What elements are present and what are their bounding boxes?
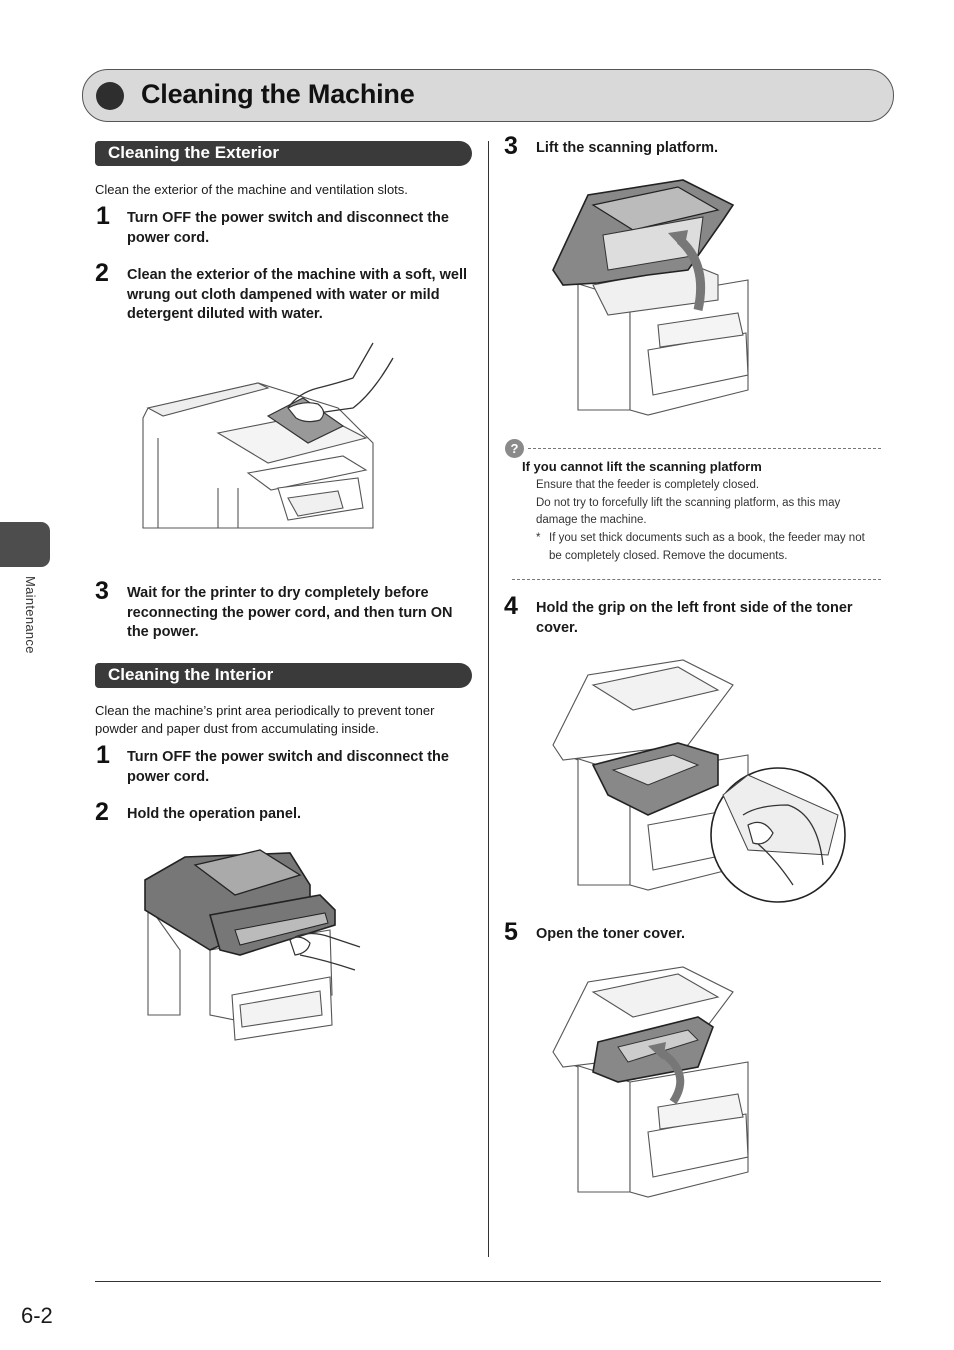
- help-icon: ?: [505, 439, 524, 458]
- interior-step-3-number: 3: [504, 132, 518, 160]
- exterior-step-1-number: 1: [96, 202, 110, 230]
- note-body: Ensure that the feeder is completely clo…: [536, 479, 841, 526]
- illustration-toner-cover-grip: [548, 655, 848, 905]
- interior-step-1-text: Turn OFF the power switch and disconnect…: [127, 749, 449, 785]
- note-bottom-rule: [512, 579, 881, 580]
- note-bullet-mark: *: [536, 532, 541, 544]
- exterior-intro: Clean the exterior of the machine and ve…: [95, 182, 408, 197]
- column-divider: [488, 141, 489, 1257]
- exterior-step-1-text: Turn OFF the power switch and disconnect…: [127, 210, 449, 246]
- exterior-step-3-number: 3: [95, 577, 109, 605]
- note-top-rule: [528, 448, 881, 449]
- side-chapter-tab[interactable]: [0, 522, 50, 567]
- interior-intro: Clean the machine’s print area periodica…: [95, 703, 435, 736]
- interior-step-4-number: 4: [504, 592, 518, 620]
- illustration-open-toner-cover: [548, 962, 758, 1207]
- page-title: Cleaning the Machine: [141, 79, 415, 109]
- section-heading-exterior: Cleaning the Exterior: [95, 141, 472, 166]
- interior-step-2-number: 2: [95, 798, 109, 826]
- interior-step-2-text: Hold the operation panel.: [127, 806, 302, 822]
- title-bar: Cleaning the Machine: [82, 69, 894, 122]
- title-bullet-icon: [96, 82, 124, 110]
- section-heading-interior: Cleaning the Interior: [95, 663, 472, 688]
- exterior-step-2-text: Clean the exterior of the machine with a…: [127, 267, 468, 322]
- interior-step-5-number: 5: [504, 918, 518, 946]
- illustration-wipe-exterior: [138, 338, 398, 533]
- footer-rule: [95, 1281, 881, 1282]
- side-chapter-label: Maintenance: [23, 576, 38, 654]
- note-bullet-text: If you set thick documents such as a boo…: [549, 532, 865, 562]
- interior-step-1-number: 1: [96, 741, 110, 769]
- interior-step-5-text: Open the toner cover.: [536, 926, 686, 942]
- illustration-hold-operation-panel: [140, 845, 365, 1045]
- interior-step-3-text: Lift the scanning platform.: [536, 140, 719, 156]
- exterior-step-2-number: 2: [95, 259, 109, 287]
- interior-step-4-text: Hold the grip on the left front side of …: [536, 600, 853, 636]
- illustration-lift-scanning-platform: [548, 175, 758, 420]
- exterior-step-3-text: Wait for the printer to dry completely b…: [127, 585, 453, 640]
- note-title: If you cannot lift the scanning platform: [522, 459, 762, 474]
- page-number: 6-2: [21, 1303, 53, 1328]
